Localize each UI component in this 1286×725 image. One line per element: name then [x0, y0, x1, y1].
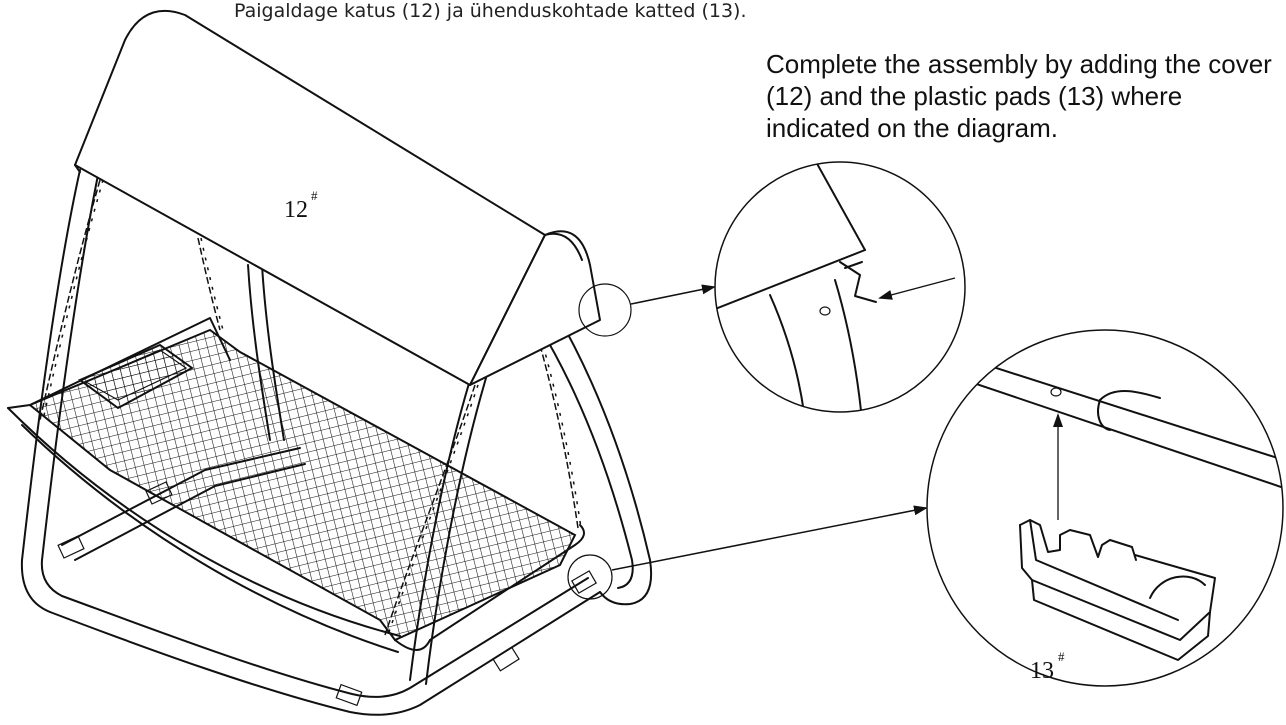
callout-ring-bottom — [567, 554, 613, 600]
instruction-english: Complete the assembly by adding the cove… — [766, 49, 1272, 143]
part-label-pad: 13 # — [1030, 649, 1065, 684]
callout-ring-top — [578, 283, 632, 337]
part-mark-13: # — [1058, 649, 1065, 664]
hanging-chains — [39, 179, 582, 636]
part-label-cover: 12 # — [284, 188, 318, 223]
canopy-cover — [74, 10, 601, 386]
plastic-pad-part — [1019, 519, 1216, 661]
instruction-estonian: Paigaldage katus (12) ja ühenduskohtade … — [234, 0, 747, 22]
hammock-bed — [7, 317, 585, 653]
detail-view-cover-joint — [714, 161, 966, 413]
part-number-13: 13 — [1030, 658, 1054, 684]
leader-arrow-bottom — [611, 505, 928, 571]
detail-view-plastic-pad — [926, 329, 1284, 687]
part-mark-12: # — [311, 188, 318, 203]
leader-arrow-top — [630, 284, 716, 305]
part-number-12: 12 — [284, 197, 308, 223]
